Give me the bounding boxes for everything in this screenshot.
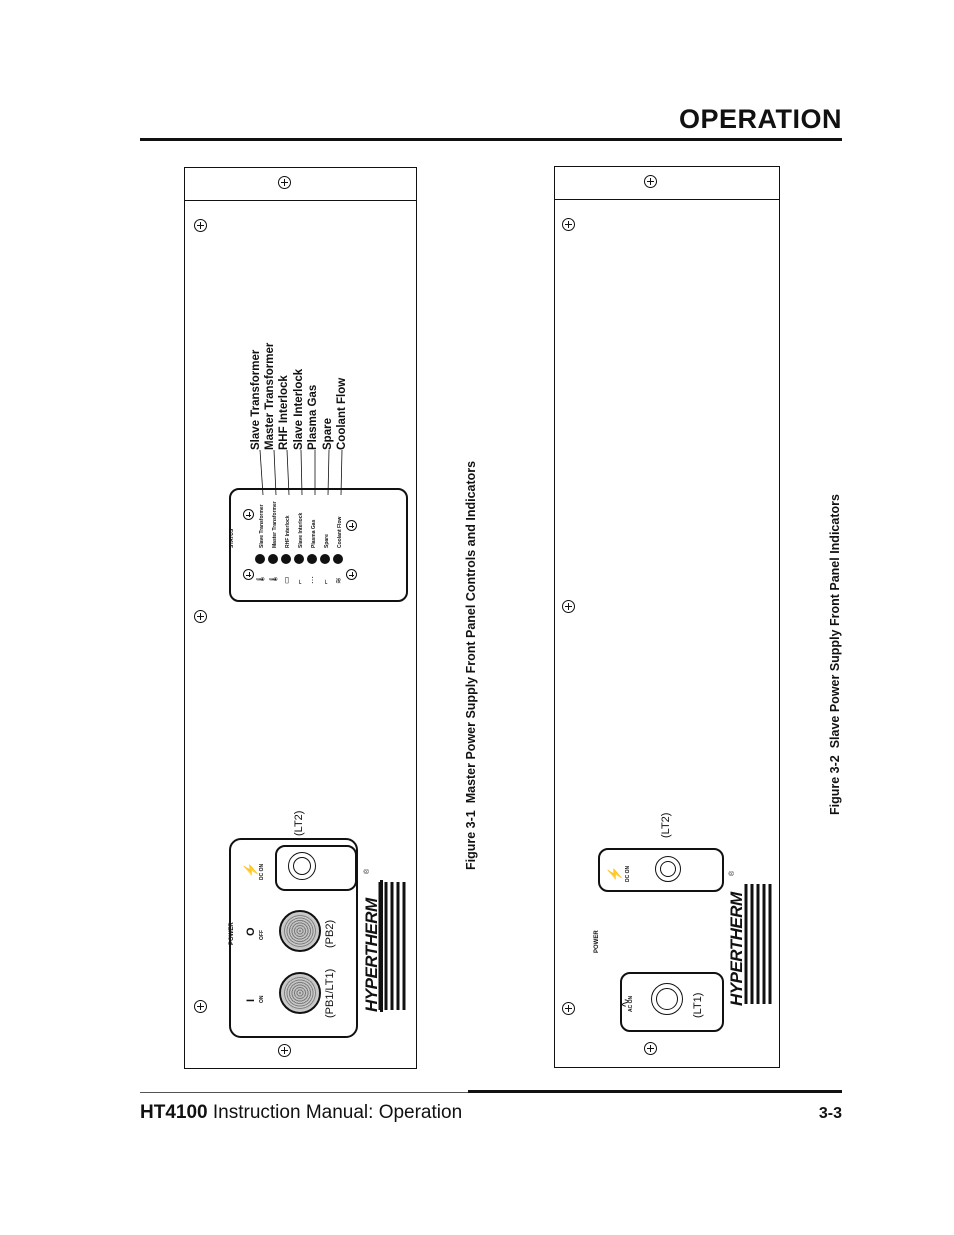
screw-icon bbox=[346, 520, 357, 531]
logo-stripes-graphic bbox=[378, 882, 406, 1010]
callout-pb2: (PB2) bbox=[324, 919, 336, 948]
gas-icon: ⋯ bbox=[308, 576, 317, 584]
status-lamp bbox=[333, 554, 343, 564]
ac-on-indicator-lamp bbox=[651, 983, 683, 1015]
thermometer-icon: 🌡 bbox=[269, 573, 278, 584]
screw-icon bbox=[562, 218, 575, 231]
on-label: ON bbox=[259, 995, 265, 1004]
callout-plasma-gas: Plasma Gas bbox=[307, 384, 319, 450]
power-off-button[interactable] bbox=[279, 910, 321, 952]
status-lamp bbox=[255, 554, 265, 564]
caption-text: Slave Power Supply Front Panel Indicator… bbox=[828, 494, 842, 749]
logo-stripes-graphic bbox=[744, 884, 772, 1004]
status-item-label: Spare bbox=[324, 534, 330, 548]
footer-rule-thin bbox=[140, 1092, 470, 1093]
screw-icon bbox=[243, 569, 254, 580]
status-item-label: Master Transformer bbox=[272, 501, 278, 548]
status-item-label: Coolant Flow bbox=[337, 516, 343, 548]
dc-on-label: DC ON bbox=[625, 865, 631, 882]
callout-pb1: (PB1/LT1) bbox=[324, 968, 336, 1018]
thermometer-icon: 🌡 bbox=[256, 573, 265, 584]
screw-icon bbox=[562, 1002, 575, 1015]
dc-on-indicator-lamp bbox=[655, 856, 681, 882]
callout-spare: Spare bbox=[322, 418, 334, 450]
panel-mounting-strip bbox=[555, 167, 779, 200]
callout-lt2: (LT2) bbox=[293, 810, 305, 836]
caption-text: Master Power Supply Front Panel Controls… bbox=[464, 460, 478, 804]
caption-number: Figure 3-2 bbox=[828, 755, 842, 815]
off-label: OFF bbox=[259, 930, 265, 940]
dc-on-label: DC ON bbox=[259, 863, 265, 880]
dc-on-box bbox=[275, 845, 357, 891]
panel-mounting-strip bbox=[185, 168, 416, 201]
registered-mark: ® bbox=[364, 868, 371, 874]
callout-leader-lines bbox=[259, 450, 343, 496]
power-label: POWER bbox=[229, 922, 235, 945]
coolant-icon: ≋ bbox=[334, 577, 343, 584]
dc-power-icon: ⚡ bbox=[607, 865, 622, 882]
status-item-label: Plasma Gas bbox=[311, 519, 317, 548]
caption-number: Figure 3-1 bbox=[464, 810, 478, 870]
figure-3-1-caption: Figure 3-1 Master Power Supply Front Pan… bbox=[464, 461, 478, 870]
callout-lt1: (LT1) bbox=[692, 992, 704, 1018]
off-symbol: O bbox=[245, 927, 257, 936]
status-label: STATUS bbox=[229, 528, 235, 548]
callout-coolant-flow: Coolant Flow bbox=[336, 377, 348, 450]
figure-3-2-caption: Figure 3-2 Slave Power Supply Front Pane… bbox=[828, 494, 842, 815]
status-lamp bbox=[268, 554, 278, 564]
page-number: 3-3 bbox=[818, 1105, 842, 1122]
status-item-label: Slave Transformer bbox=[259, 504, 265, 548]
screw-icon bbox=[644, 1042, 657, 1055]
dc-on-indicator-lamp bbox=[288, 852, 316, 880]
interlock-icon: ⌐ bbox=[295, 579, 304, 584]
screw-icon bbox=[194, 1000, 207, 1013]
dc-power-icon: ⚡ bbox=[243, 861, 258, 878]
callout-rhf-interlock: RHF Interlock bbox=[278, 375, 290, 450]
ac-on-label: AC ON bbox=[628, 995, 634, 1012]
callout-master-transformer: Master Transformer bbox=[264, 342, 276, 450]
status-lamp bbox=[281, 554, 291, 564]
screw-icon bbox=[644, 175, 657, 188]
screw-icon bbox=[278, 176, 291, 189]
callout-slave-transformer: Slave Transformer bbox=[250, 349, 262, 450]
registered-mark: ® bbox=[729, 870, 736, 876]
spare-icon: ⌐ bbox=[321, 579, 330, 584]
callout-slave-interlock: Slave Interlock bbox=[293, 368, 305, 450]
rhf-icon: ▭ bbox=[282, 576, 291, 584]
screw-icon bbox=[243, 509, 254, 520]
status-lamp bbox=[307, 554, 317, 564]
status-lamp bbox=[294, 554, 304, 564]
screw-icon bbox=[562, 600, 575, 613]
on-symbol: I bbox=[245, 998, 257, 1002]
screw-icon bbox=[194, 219, 207, 232]
screw-icon bbox=[346, 569, 357, 580]
power-on-button[interactable] bbox=[279, 972, 321, 1014]
callout-lt2: (LT2) bbox=[660, 812, 672, 838]
status-item-label: Slave Interlock bbox=[298, 512, 304, 548]
footer-rule bbox=[468, 1090, 842, 1093]
section-title: OPERATION bbox=[678, 104, 842, 134]
slave-front-panel bbox=[554, 166, 780, 1068]
screw-icon bbox=[278, 1044, 291, 1057]
footer-title-text: Instruction Manual: Operation bbox=[207, 1102, 463, 1123]
footer-model: HT4100 bbox=[140, 1102, 208, 1123]
header-rule bbox=[140, 138, 842, 141]
status-indicator-box bbox=[229, 488, 408, 602]
footer-manual-title: HT4100 Instruction Manual: Operation bbox=[140, 1102, 462, 1124]
power-label: POWER bbox=[594, 930, 600, 953]
screw-icon bbox=[194, 610, 207, 623]
status-lamp bbox=[320, 554, 330, 564]
status-item-label: RHF Interlock bbox=[285, 515, 291, 548]
